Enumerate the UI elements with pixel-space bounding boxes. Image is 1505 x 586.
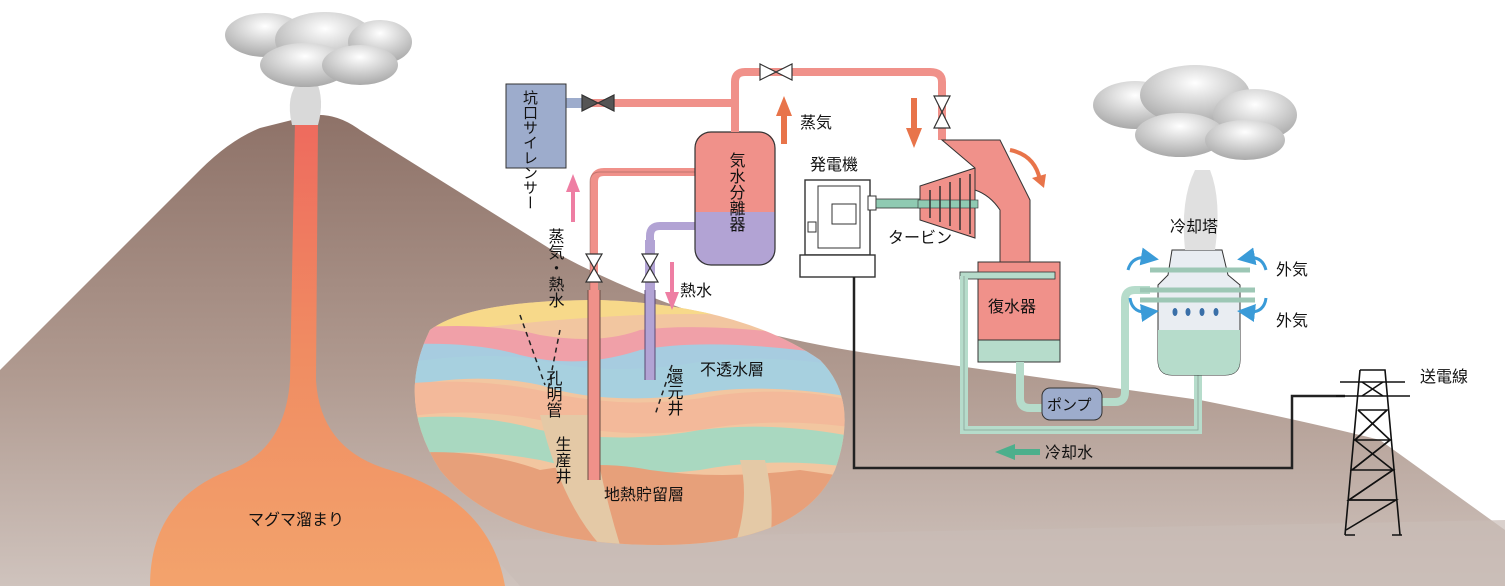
arrow-steam-hotwater-up: [566, 174, 580, 222]
valve-top[interactable]: [759, 63, 793, 81]
pipe-condenser-to-pump: [1016, 362, 1042, 412]
magma-chamber-label: マグマ溜まり: [248, 510, 344, 529]
transmission-line-label: 送電線: [1420, 367, 1468, 386]
pump: [1041, 387, 1103, 421]
cooling-water-label: 冷却水: [1045, 443, 1093, 462]
separator-label: 気水分離器: [727, 152, 746, 232]
valve-silencer[interactable]: [581, 94, 615, 112]
steam-hot-water-label: 蒸気・熱水: [546, 228, 565, 308]
hot-water-label: 熱水: [680, 281, 712, 300]
valve-production[interactable]: [584, 253, 604, 283]
generator-label: 発電機: [810, 155, 858, 174]
pipe-separator-to-turbine: [731, 68, 946, 140]
turbine-casing: [940, 139, 1031, 266]
generator: [799, 179, 877, 278]
perforated-pipe-label: 孔明管: [544, 370, 563, 418]
production-well: [519, 290, 601, 480]
impermeable-layer-label: 不透水層: [700, 360, 764, 379]
turbine: [917, 167, 979, 239]
arrow-steam-down: [906, 98, 922, 148]
pipe-cooling-loop: [960, 276, 1202, 434]
turbine-label: タービン: [888, 228, 952, 247]
condenser: [959, 261, 1061, 363]
outside-air-upper-label: 外気: [1276, 260, 1308, 279]
arrow-air-upper-right: [1237, 247, 1268, 271]
steam-label: 蒸気: [800, 113, 832, 132]
separator: [694, 131, 776, 266]
arrow-steam-up: [776, 96, 792, 144]
power-line: [852, 277, 1345, 470]
reinjection-well: [644, 240, 673, 416]
valve-reinjection[interactable]: [640, 253, 660, 283]
cooling-tower-plume: [1093, 65, 1297, 160]
reinjection-well-label: 還元井: [665, 368, 684, 416]
arrow-air-lower-right: [1237, 297, 1268, 322]
production-well-label: 生産井: [553, 436, 572, 484]
reservoir-label: 地熱貯留層: [604, 485, 684, 504]
arrow-hotwater-down: [665, 262, 679, 310]
silencer-label: 坑口サイレンサー: [521, 90, 539, 210]
arrow-cooling-water: [995, 444, 1040, 460]
condenser-label: 復水器: [988, 297, 1036, 316]
pipe-production-to-separator: [590, 168, 700, 290]
arrow-air-upper-left: [1126, 247, 1159, 271]
cooling-tower: [1140, 170, 1255, 376]
pipe-separator-to-reinjection: [646, 222, 700, 290]
magma-chamber: [150, 120, 505, 586]
silencer: [505, 83, 567, 169]
valve-turbine-inlet[interactable]: [933, 95, 951, 129]
cooling-tower-label: 冷却塔: [1170, 217, 1218, 236]
pipe-pump-to-tower: [1102, 286, 1150, 406]
pump-label: ポンプ: [1047, 396, 1092, 414]
arrow-air-lower-left: [1128, 297, 1159, 322]
volcano-plume: [225, 12, 412, 125]
transmission-tower: [1336, 369, 1410, 536]
outside-air-lower-label: 外気: [1276, 311, 1308, 330]
